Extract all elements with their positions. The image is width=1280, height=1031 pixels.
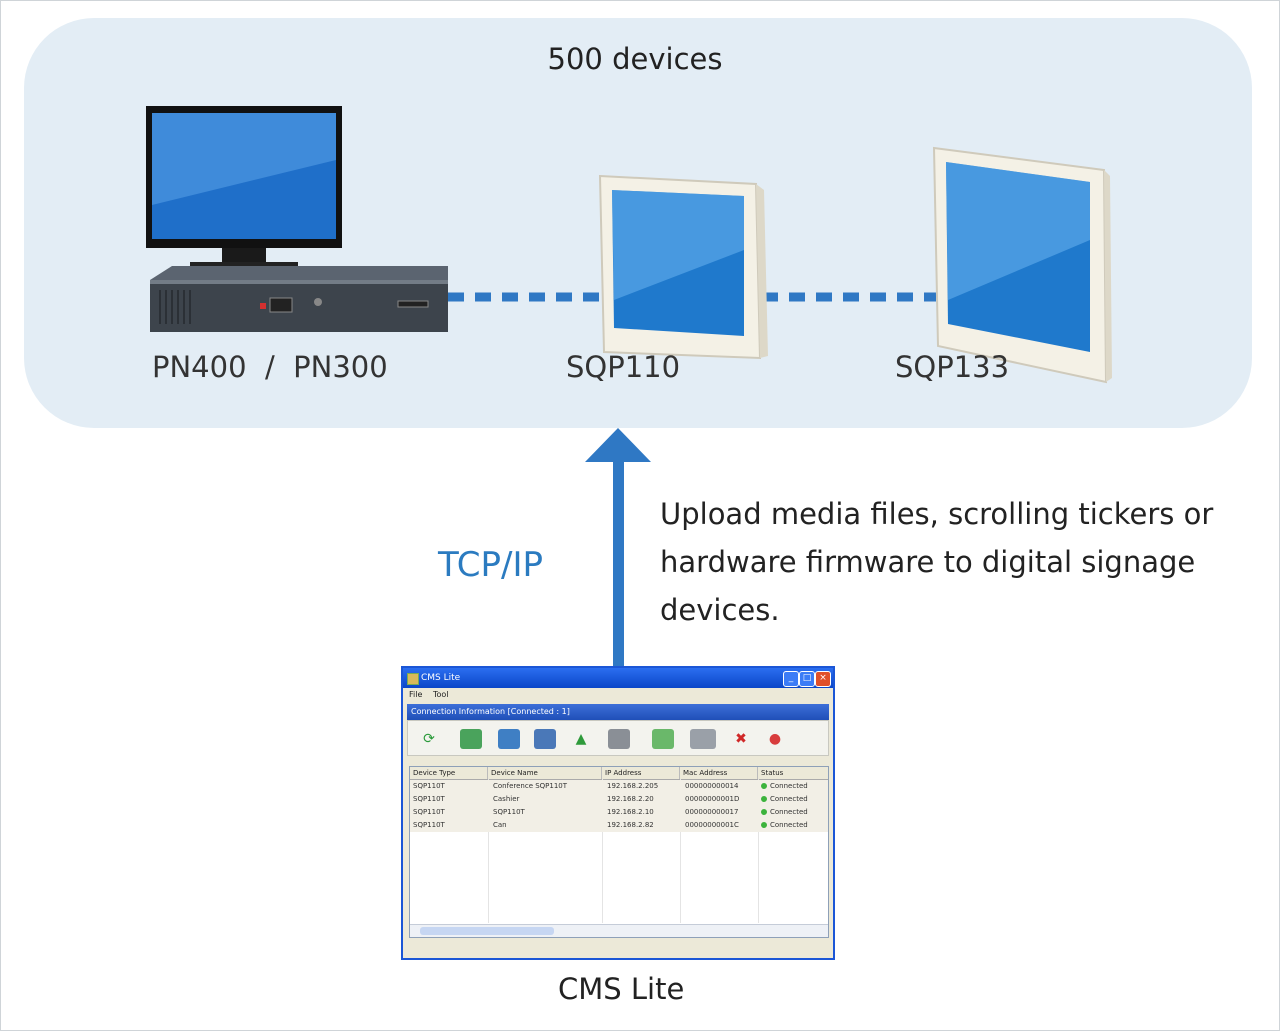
menu-tool[interactable]: Tool (432, 690, 449, 699)
cell-ip-address: 192.168.2.82 (607, 821, 654, 829)
cell-device-type: SQP110T (413, 821, 445, 829)
status-dot-icon (761, 783, 767, 789)
table-header: Device Type Device Name IP Address Mac A… (410, 767, 828, 780)
column-divider (602, 779, 603, 923)
window-title: CMS Lite (421, 673, 461, 683)
cell-status: Connected (758, 819, 808, 832)
cell-mac-address: 000000000017 (685, 808, 739, 816)
column-header[interactable]: IP Address (602, 767, 680, 779)
menu-bar: File Tool (403, 688, 833, 702)
status-text: Connected (770, 795, 808, 803)
pn400-player-box-icon (150, 266, 448, 332)
refresh-icon[interactable]: ⟳ (423, 731, 435, 747)
cell-mac-address: 00000000001C (685, 821, 739, 829)
cell-mac-address: 00000000001D (685, 795, 740, 803)
status-text: Connected (770, 821, 808, 829)
cms-lite-window: CMS Lite _ □ × File Tool Connection Info… (401, 666, 835, 960)
device-table: Device Type Device Name IP Address Mac A… (409, 766, 829, 938)
scrollbar-thumb[interactable] (420, 927, 554, 935)
pn400-monitor-icon (146, 106, 342, 270)
minimize-icon[interactable]: _ (783, 671, 799, 687)
status-dot-icon (761, 822, 767, 828)
cell-device-name: Cashier (493, 795, 520, 803)
table-row[interactable]: SQP110T Conference SQP110T 192.168.2.205… (410, 780, 828, 793)
app-icon (407, 673, 419, 685)
time-icon[interactable] (652, 729, 674, 749)
cell-device-type: SQP110T (413, 808, 445, 816)
settings-icon[interactable] (608, 729, 630, 749)
cell-status: Connected (758, 780, 808, 793)
upload-icon[interactable]: ▲ (575, 731, 587, 747)
close-icon[interactable]: × (815, 671, 831, 687)
device-label-sqp133: SQP133 (895, 350, 1010, 384)
column-header[interactable]: Device Type (410, 767, 488, 779)
cell-ip-address: 192.168.2.20 (607, 795, 654, 803)
cell-status: Connected (758, 793, 808, 806)
column-header[interactable]: Device Name (488, 767, 602, 779)
status-text: Connected (770, 782, 808, 790)
cell-device-type: SQP110T (413, 795, 445, 803)
connection-info-bar: Connection Information [Connected : 1] (407, 704, 829, 720)
network-title: 500 devices (547, 42, 723, 76)
column-divider (680, 779, 681, 923)
cell-device-name: SQP110T (493, 808, 525, 816)
cell-status: Connected (758, 806, 808, 819)
status-dot-icon (761, 809, 767, 815)
column-divider (758, 779, 759, 923)
device-icon[interactable] (460, 729, 482, 749)
description-text: Upload media files, scrolling tickers or… (660, 497, 1214, 627)
playlist-icon[interactable] (498, 729, 520, 749)
sqp133-panel-icon (932, 146, 1112, 384)
table-row[interactable]: SQP110T Cashier 192.168.2.20 00000000001… (410, 793, 828, 806)
status-dot-icon (761, 796, 767, 802)
schedule-icon[interactable] (534, 729, 556, 749)
status-text: Connected (770, 808, 808, 816)
cell-ip-address: 192.168.2.205 (607, 782, 659, 790)
display-icon[interactable] (690, 729, 716, 749)
maximize-icon[interactable]: □ (799, 671, 815, 687)
cell-device-name: Conference SQP110T (493, 782, 568, 790)
delete-icon[interactable]: ✖ (735, 731, 747, 747)
protocol-label: TCP/IP (438, 545, 544, 585)
software-label: CMS Lite (558, 972, 685, 1006)
column-divider (488, 779, 489, 923)
menu-file[interactable]: File (409, 690, 423, 699)
cell-device-type: SQP110T (413, 782, 445, 790)
cell-mac-address: 000000000014 (685, 782, 739, 790)
device-label-sqp110: SQP110 (566, 350, 681, 384)
table-row[interactable]: SQP110T Can 192.168.2.82 00000000001C Co… (410, 819, 828, 832)
table-row[interactable]: SQP110T SQP110T 192.168.2.10 00000000001… (410, 806, 828, 819)
window-titlebar: CMS Lite _ □ × (403, 668, 833, 688)
column-header[interactable]: Status (761, 769, 784, 777)
upload-arrow-icon (585, 428, 651, 666)
device-label-pn400: PN400 / PN300 (152, 350, 388, 384)
sqp110-panel-icon (598, 174, 768, 360)
column-header[interactable]: Mac Address (680, 767, 758, 779)
cell-device-name: Can (493, 821, 507, 829)
toolbar: ⟳ ▲ ✖ ● (407, 720, 829, 756)
disconnect-icon[interactable]: ● (768, 731, 782, 747)
cell-ip-address: 192.168.2.10 (607, 808, 654, 816)
horizontal-scrollbar[interactable] (410, 924, 828, 937)
